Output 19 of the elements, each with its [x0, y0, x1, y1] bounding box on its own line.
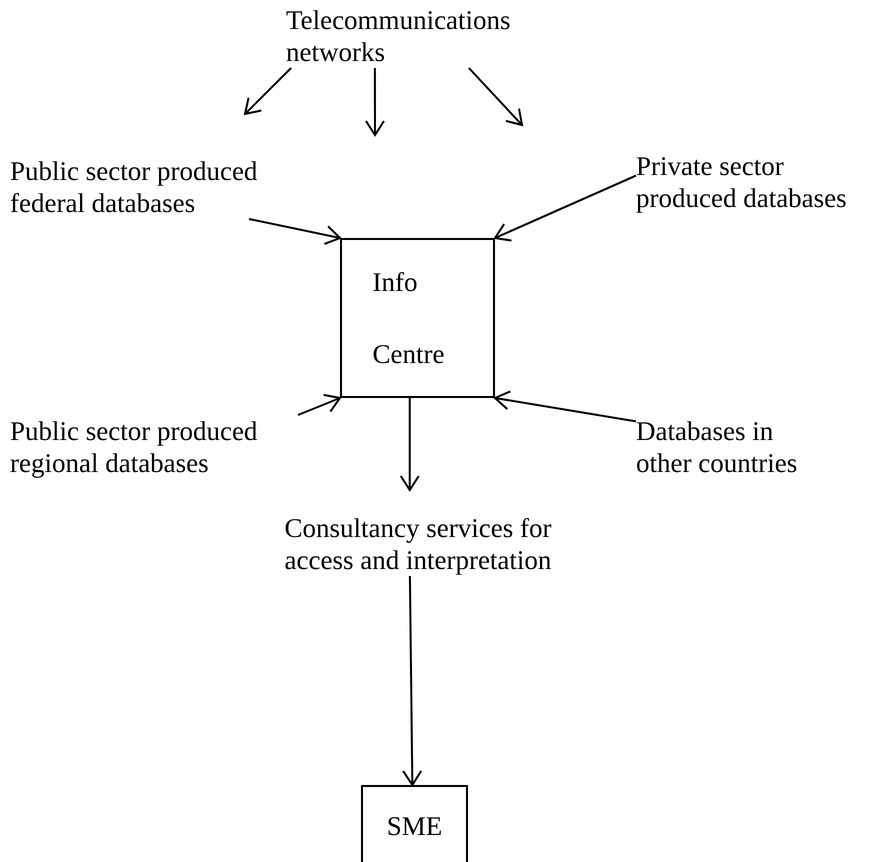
node-label: Telecommunications networks [286, 4, 512, 68]
node-label: Public sector produced regional databases [10, 415, 258, 479]
process-box [340, 238, 495, 398]
arrow [494, 174, 636, 242]
arrow [400, 398, 420, 491]
node-label: Public sector produced federal databases [10, 155, 258, 219]
box-label: Info Centre [372, 266, 446, 371]
node-label: Consultancy services for access and interpretation [284, 512, 552, 576]
arrow [244, 67, 292, 115]
node-label: Private sector produced databases [636, 150, 848, 214]
arrow [468, 67, 523, 126]
process-box [361, 785, 468, 862]
box-label: SME [386, 810, 442, 842]
arrow [298, 394, 341, 416]
arrow [402, 576, 422, 786]
arrow [248, 218, 341, 245]
arrow [364, 68, 385, 136]
node-label: Databases in other countries [636, 415, 798, 479]
arrow [494, 390, 636, 422]
